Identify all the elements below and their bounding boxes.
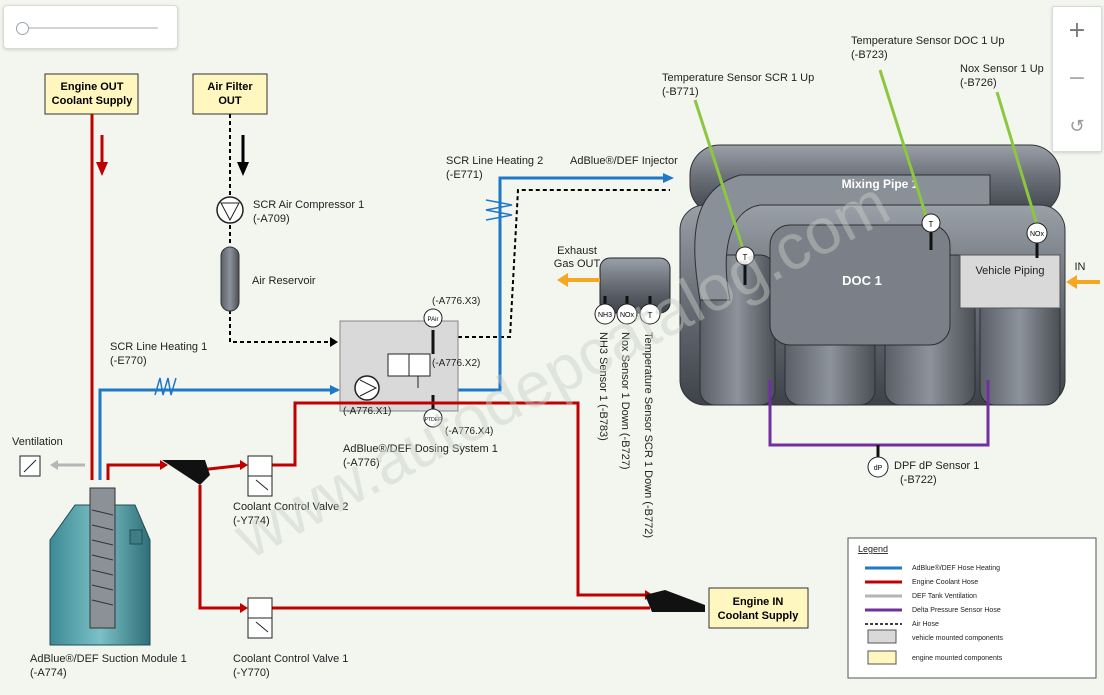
- temp-doc-up-label-1: Temperature Sensor DOC 1 Up: [851, 35, 1004, 47]
- svg-text:T: T: [648, 311, 653, 320]
- legend-title: Legend: [858, 544, 888, 554]
- sensor-pointers: [693, 69, 1040, 256]
- legend-item-coolant: Engine Coolant Hose: [912, 579, 978, 586]
- suction-module: [49, 487, 151, 646]
- svg-text:T: T: [929, 220, 934, 229]
- svg-text:NOx: NOx: [620, 312, 635, 319]
- air-compressor: [216, 196, 244, 224]
- zoom-out-button[interactable]: −: [1067, 66, 1087, 91]
- dosing-system-box: PAir PTDEF: [339, 308, 459, 428]
- ccv1-label-1: Coolant Control Valve 1: [233, 653, 348, 665]
- legend-item-heating: AdBlue®/DEF Hose Heating: [912, 564, 1000, 572]
- ventilation-line: [19, 455, 85, 477]
- exhaust-label-2: Gas OUT: [554, 258, 601, 270]
- in-label: IN: [1075, 261, 1086, 273]
- legend-item-dp: Delta Pressure Sensor Hose: [912, 607, 1001, 614]
- air-reservoir-label: Air Reservoir: [252, 275, 316, 287]
- svg-text:Engine OUT: Engine OUT: [61, 81, 124, 93]
- suction-label-1: AdBlue®/DEF Suction Module 1: [30, 653, 187, 665]
- coolant-lines: [90, 114, 650, 610]
- heating-coil-1: [154, 377, 177, 396]
- compressor-label-1: SCR Air Compressor 1: [253, 199, 364, 211]
- nox-down-label: Nox Sensor 1 Down (-B727): [619, 332, 631, 470]
- nh3-sensor-label: NH3 Sensor 1 (-B783): [597, 332, 609, 441]
- sensor-temp-scr-up: T: [735, 246, 755, 285]
- scr-heat2-label-2: (-E771): [446, 169, 483, 181]
- slider-track[interactable]: [18, 27, 158, 29]
- svg-text:PAir: PAir: [428, 317, 439, 323]
- ccv2-label-1: Coolant Control Valve 2: [233, 501, 348, 513]
- dpf-label-1: DPF dP Sensor 1: [894, 460, 979, 472]
- sensor-nox-up: NOx: [1026, 222, 1048, 258]
- a776x3-label: (-A776.X3): [432, 296, 480, 307]
- heating-lines: [98, 176, 670, 480]
- air-hose: [229, 114, 670, 343]
- svg-text:NOx: NOx: [1030, 231, 1045, 238]
- temp-scr-down-label: Temperature Sensor SCR 1 Down (-B772): [642, 332, 654, 538]
- legend-item-engine: engine mounted components: [912, 655, 1003, 662]
- exhaust-flow-arrows: [557, 273, 1100, 289]
- engine-out-box: Engine OUT Coolant Supply: [44, 73, 139, 115]
- temp-scr-up-label-1: Temperature Sensor SCR 1 Up: [662, 72, 814, 84]
- legend-item-ventilation: DEF Tank Ventilation: [912, 593, 977, 600]
- opacity-slider-panel: [3, 5, 178, 49]
- scr-heat2-label-1: SCR Line Heating 2: [446, 155, 543, 167]
- svg-text:Coolant Supply: Coolant Supply: [718, 610, 800, 622]
- nox-up-label-2: (-B726): [960, 77, 997, 89]
- a776x4-label: (-A776.X4): [445, 426, 493, 437]
- heating-coil-2: [485, 199, 513, 221]
- ccv1-label-2: (-Y770): [233, 667, 270, 679]
- sensor-temp-doc-up: T: [921, 213, 941, 250]
- compressor-label-2: (-A709): [253, 213, 290, 225]
- doc-label: DOC 1: [842, 273, 882, 288]
- ccv2-label-2: (-Y774): [233, 515, 270, 527]
- coolant-tee-2: [645, 590, 705, 612]
- svg-text:T: T: [743, 253, 748, 262]
- coolant-valve-1: [247, 597, 273, 639]
- svg-text:NH3: NH3: [598, 312, 612, 319]
- air-filter-box: Air Filter OUT: [192, 73, 268, 115]
- legend-swatch-vehicle: [867, 629, 897, 644]
- legend-item-vehicle: vehicle mounted components: [912, 635, 1004, 642]
- slider-thumb[interactable]: [16, 22, 29, 35]
- temp-doc-up-label-2: (-B723): [851, 49, 888, 61]
- zoom-in-button[interactable]: +: [1067, 18, 1087, 43]
- svg-text:Engine IN: Engine IN: [733, 596, 784, 608]
- reset-view-button[interactable]: ↺: [1069, 116, 1085, 137]
- legend-swatch-engine: [867, 650, 897, 665]
- injector-label: AdBlue®/DEF Injector: [570, 155, 678, 167]
- a776x2-label: (-A776.X2): [432, 358, 480, 369]
- suction-label-2: (-A774): [30, 667, 67, 679]
- dosing-label-1: AdBlue®/DEF Dosing System 1: [343, 443, 498, 455]
- legend-item-air: Air Hose: [912, 621, 939, 628]
- aftertreatment-assembly: Mixing Pipe 1 DOC 1 Vehicle Piping: [599, 144, 1066, 406]
- exhaust-label-1: Exhaust: [557, 245, 597, 257]
- sensors-down: NH3 NOx T: [594, 296, 661, 325]
- temp-scr-up-label-2: (-B771): [662, 86, 699, 98]
- coolant-valve-2: [247, 455, 273, 497]
- svg-text:Air Filter: Air Filter: [207, 81, 253, 93]
- scr-heat1-label-1: SCR Line Heating 1: [110, 341, 207, 353]
- scr-heat1-label-2: (-E770): [110, 355, 147, 367]
- dpf-label-2: (-B722): [900, 474, 937, 486]
- zoom-controls: + − ↺: [1052, 6, 1102, 152]
- engine-in-box: Engine IN Coolant Supply: [708, 587, 809, 629]
- svg-text:dP: dP: [874, 465, 883, 472]
- svg-text:OUT: OUT: [218, 95, 242, 107]
- vehicle-piping-label: Vehicle Piping: [975, 265, 1044, 277]
- dpf-dp-hose: dP: [768, 380, 990, 478]
- nox-up-label-1: Nox Sensor 1 Up: [960, 63, 1044, 75]
- a776x1-label: (-A776.X1): [343, 406, 391, 417]
- svg-text:Coolant Supply: Coolant Supply: [52, 95, 134, 107]
- ventilation-label: Ventilation: [12, 436, 63, 448]
- coolant-tee-1: [162, 460, 210, 485]
- svg-text:PTDEF: PTDEF: [425, 417, 441, 423]
- air-reservoir: [220, 246, 240, 312]
- mixing-pipe-label: Mixing Pipe 1: [842, 177, 919, 191]
- legend: Legend AdBlue®/DEF Hose Heating Engine C…: [847, 537, 1097, 679]
- dosing-label-2: (-A776): [343, 457, 380, 469]
